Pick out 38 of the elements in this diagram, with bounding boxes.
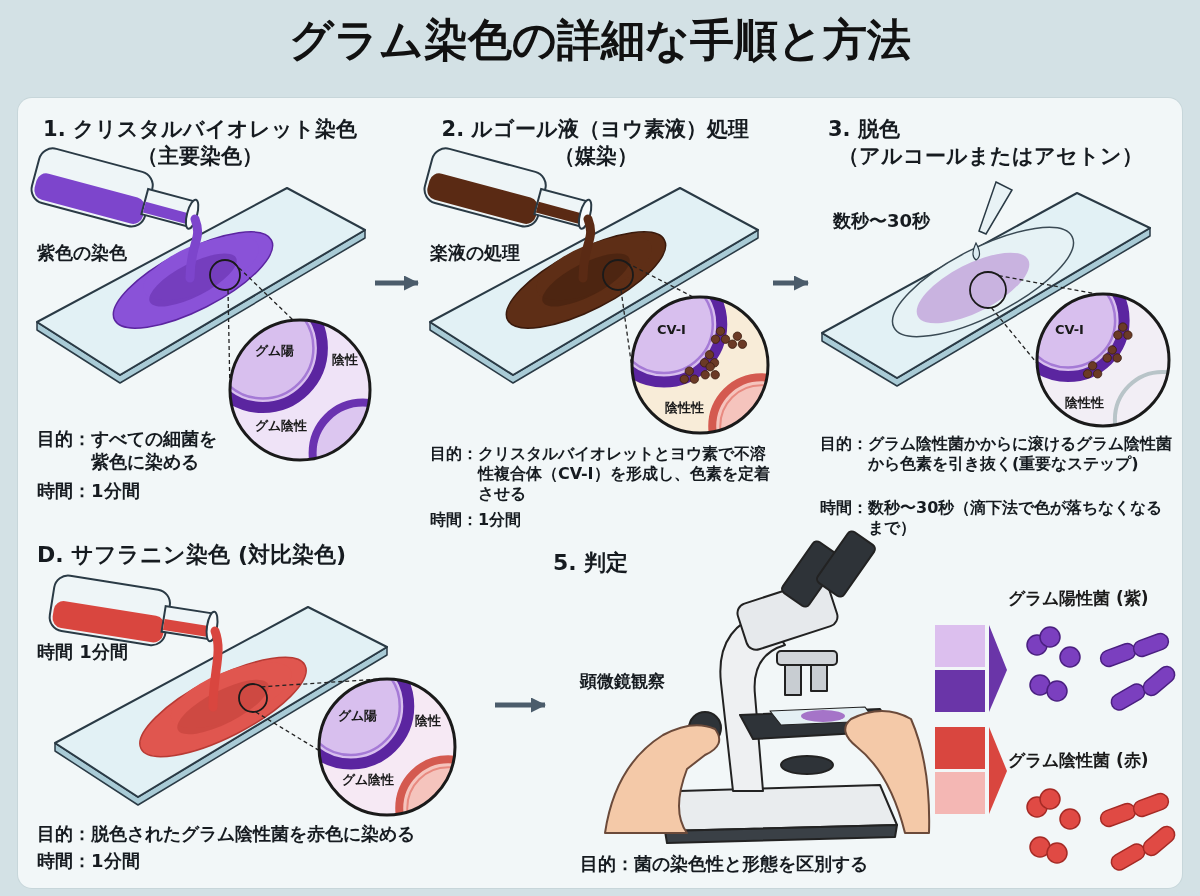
inset-label: 陰性性: [665, 400, 704, 416]
inset-label: グム陽: [338, 708, 377, 724]
step-note: 顕微鏡観察: [580, 671, 666, 693]
step-subheading: （アルコールまたはアセトン）: [838, 143, 1144, 170]
purpose-text: 目的：菌の染色性と形態を区別する: [580, 853, 869, 876]
inset-label: グム陰性: [342, 772, 394, 788]
inset-label: 陰性: [415, 713, 441, 729]
page-title: グラム染色の詳細な手順と方法: [288, 14, 912, 67]
purpose-text: 目的：グラム陰性菌かからに滚けるグラム陰性菌から色素を引き抜く(重要なステップ): [820, 434, 1173, 474]
inset-label: グム陰性: [255, 418, 307, 434]
purpose-text: 目的：クリスタルバイオレットとヨウ素で不溶性複合体（CV-I）を形成し、色素を定着させる: [430, 444, 770, 504]
arrow: [773, 275, 809, 291]
time-text: 時間：1分間: [37, 850, 141, 873]
step-heading: 1. クリスタルバイオレット染色: [42, 116, 358, 143]
purpose-text: 目的：すべての細菌を紫色に染める: [37, 428, 218, 473]
step-heading: 2. ルゴール液（ヨウ素液）処理: [440, 116, 751, 143]
step-heading: 3. 脱色: [828, 116, 901, 143]
step-note: 時間 1分間: [37, 641, 129, 664]
step-subheading: （媒染）: [552, 143, 639, 170]
arrow: [375, 275, 419, 291]
step-subheading: （主要染色）: [136, 143, 264, 170]
result-label: グラム陽性菌 (紫): [1008, 588, 1149, 609]
arrow: [495, 697, 546, 713]
inset-label: CV-I: [657, 322, 686, 338]
inset-label: CV-I: [1055, 322, 1084, 338]
inset-label: 陰性: [332, 352, 358, 368]
step-heading: 5. 判定: [553, 549, 630, 577]
time-text: 時間：1分間: [430, 510, 523, 530]
step-note: 楽液の処理: [430, 242, 521, 265]
inset-label: 陰性性: [1065, 395, 1104, 411]
step-note: 数秒〜30秒: [833, 210, 932, 233]
result-label: グラム陰性菌 (赤): [1008, 750, 1149, 771]
step-heading: D. サフラニン染色 (対比染色): [37, 541, 348, 569]
purpose-text: 目的：脱色されたグラム陰性菌を赤色に染める: [37, 823, 416, 846]
time-text: 時間：数秒〜30秒（滴下法で色が落ちなくなるまで）: [820, 498, 1164, 538]
inset-label: グム陽: [255, 343, 294, 359]
step-note: 紫色の染色: [37, 242, 128, 265]
time-text: 時間：1分間: [37, 480, 141, 503]
